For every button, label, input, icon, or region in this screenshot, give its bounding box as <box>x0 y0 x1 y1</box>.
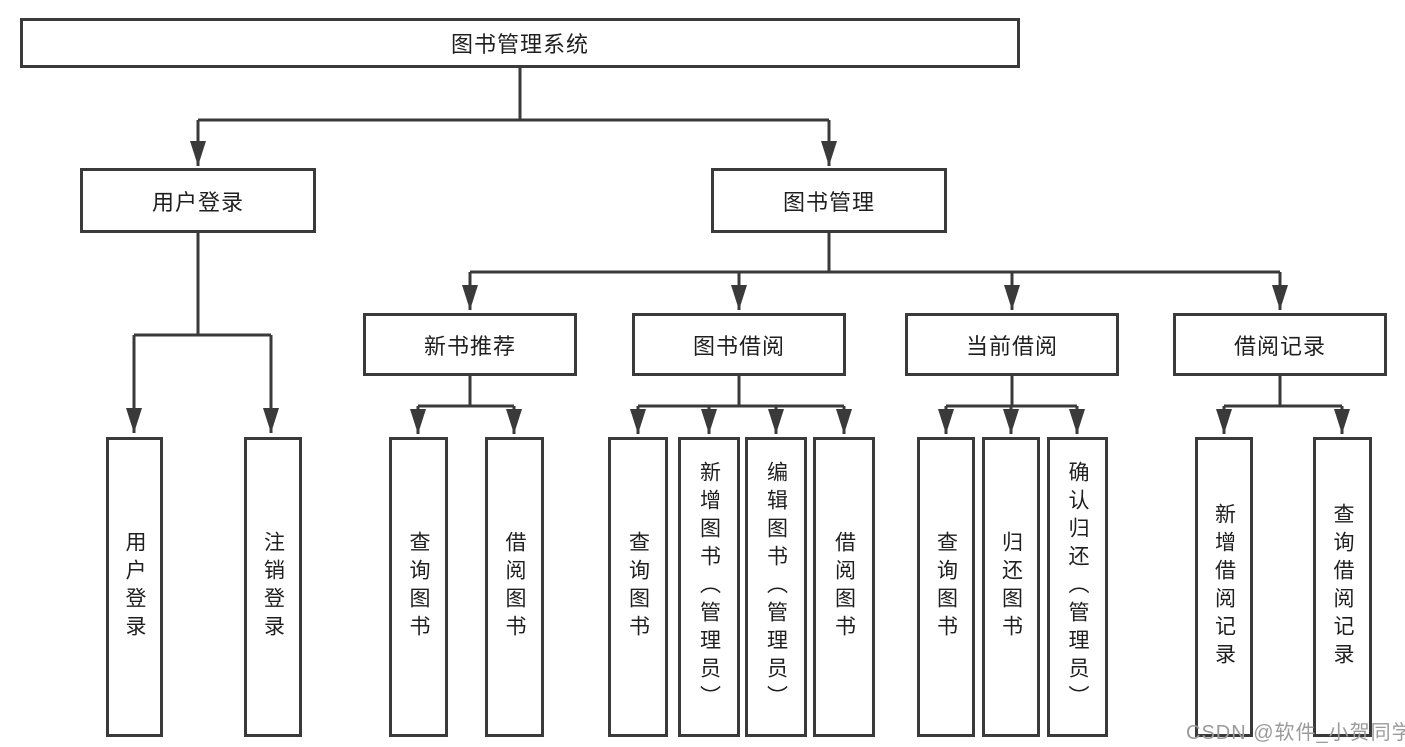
node-current-borrow: 当前借阅 <box>905 313 1119 376</box>
leaf-records-query-label: 查询借阅记录 <box>1331 503 1354 671</box>
leaf-current-return: 归还图书 <box>982 437 1040 737</box>
leaf-borrow-borrow: 借阅图书 <box>813 437 875 737</box>
leaf-current-confirm-label: 确认归还（管理员） <box>1066 461 1089 713</box>
leaf-current-query: 查询图书 <box>917 437 975 737</box>
node-borrow-records: 借阅记录 <box>1173 313 1387 376</box>
leaf-logout-label: 注销登录 <box>261 531 285 643</box>
node-user-login-label: 用户登录 <box>151 189 244 215</box>
leaf-borrow-borrow-label: 借阅图书 <box>832 531 856 643</box>
leaf-records-add-label: 新增借阅记录 <box>1212 503 1236 671</box>
leaf-borrow-add-label: 新增图书（管理员） <box>697 461 721 713</box>
node-new-books-label: 新书推荐 <box>423 333 516 359</box>
leaf-current-query-label: 查询图书 <box>934 531 958 643</box>
leaf-borrow-query: 查询图书 <box>608 437 668 737</box>
node-book-mgmt: 图书管理 <box>711 168 947 233</box>
node-borrow-records-label: 借阅记录 <box>1233 333 1326 359</box>
leaf-current-confirm: 确认归还（管理员） <box>1047 437 1108 737</box>
node-current-borrow-label: 当前借阅 <box>965 333 1058 359</box>
watermark-text: CSDN @软件_小贺同学 <box>1186 722 1405 744</box>
node-user-login: 用户登录 <box>80 168 316 233</box>
leaf-newbooks-borrow: 借阅图书 <box>485 437 544 737</box>
node-book-borrow: 图书借阅 <box>632 313 846 376</box>
leaf-newbooks-borrow-label: 借阅图书 <box>503 531 526 643</box>
leaf-borrow-edit-label: 编辑图书（管理员） <box>764 461 788 713</box>
leaf-logout: 注销登录 <box>244 437 302 737</box>
leaf-borrow-add: 新增图书（管理员） <box>678 437 740 737</box>
node-root-label: 图书管理系统 <box>450 32 589 57</box>
leaf-user-login: 用户登录 <box>106 437 163 737</box>
leaf-user-login-label: 用户登录 <box>123 531 146 643</box>
node-root: 图书管理系统 <box>20 18 1020 68</box>
leaf-borrow-edit: 编辑图书（管理员） <box>745 437 807 737</box>
leaf-records-query: 查询借阅记录 <box>1313 437 1372 737</box>
node-new-books: 新书推荐 <box>363 313 577 376</box>
leaf-borrow-query-label: 查询图书 <box>626 531 650 643</box>
leaf-newbooks-query-label: 查询图书 <box>407 531 430 643</box>
leaf-current-return-label: 归还图书 <box>999 531 1023 643</box>
leaf-newbooks-query: 查询图书 <box>389 437 448 737</box>
leaf-records-add: 新增借阅记录 <box>1195 437 1253 737</box>
node-book-mgmt-label: 图书管理 <box>782 189 875 215</box>
node-book-borrow-label: 图书借阅 <box>692 333 785 359</box>
